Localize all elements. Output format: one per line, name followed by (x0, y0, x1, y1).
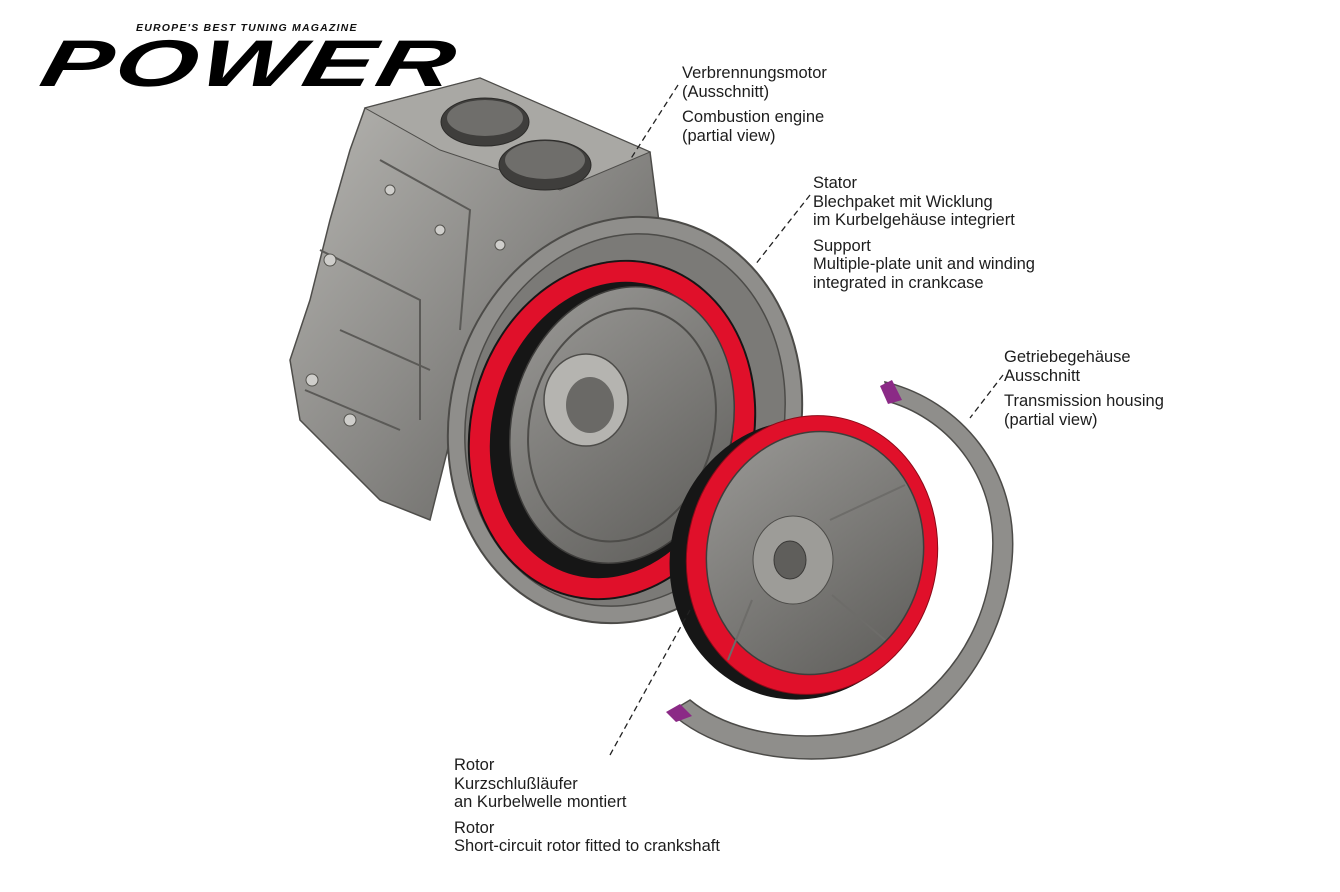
housing-label-en-1: Transmission housing (1004, 392, 1164, 410)
engine-label: Verbrennungsmotor (Ausschnitt) Combustio… (682, 64, 827, 145)
rotor-label-en-1: Rotor (454, 818, 495, 837)
stator-label-en-1: Support (813, 236, 871, 255)
housing-label-de-1: Getriebegehäuse (1004, 348, 1131, 366)
stator-label: Stator Blechpaket mit Wicklung im Kurbel… (813, 174, 1035, 292)
power-logo: EUROPE'S BEST TUNING MAGAZINE POWER (34, 18, 466, 100)
engine-label-de-2: (Ausschnitt) (682, 82, 770, 101)
rotor-label-de-2: Kurzschlußläufer (454, 774, 578, 793)
transmission-housing (666, 380, 1014, 760)
housing-label: Getriebegehäuse Ausschnitt Transmission … (1004, 348, 1164, 429)
rotor-label-de-1: Rotor (454, 756, 495, 774)
stator-label-de-3: im Kurbelgehäuse integriert (813, 211, 1015, 229)
rotor-assembly (669, 415, 939, 700)
stator-label-en-2: Multiple-plate unit and winding (813, 255, 1035, 273)
leader-lines (609, 84, 1004, 756)
engine-label-en-2: (partial view) (682, 126, 776, 145)
stator-label-de-1: Stator (813, 174, 858, 192)
rotor-label-de-3: an Kurbelwelle montiert (454, 793, 627, 811)
rotor-label: Rotor Kurzschlußläufer an Kurbelwelle mo… (454, 756, 720, 856)
engine-label-de-1: Verbrennungsmotor (682, 64, 827, 82)
rotor-label-en-2: Short-circuit rotor fitted to crankshaft (454, 837, 720, 855)
housing-label-de-2: Ausschnitt (1004, 366, 1081, 385)
stator-label-de-2: Blechpaket mit Wicklung (813, 192, 993, 211)
logo-tagline: EUROPE'S BEST TUNING MAGAZINE (136, 22, 358, 34)
engine-label-en-1: Combustion engine (682, 108, 825, 126)
stator-label-en-3: integrated in crankcase (813, 273, 984, 292)
housing-label-en-2: (partial view) (1004, 410, 1098, 429)
engine-block (289, 77, 661, 522)
